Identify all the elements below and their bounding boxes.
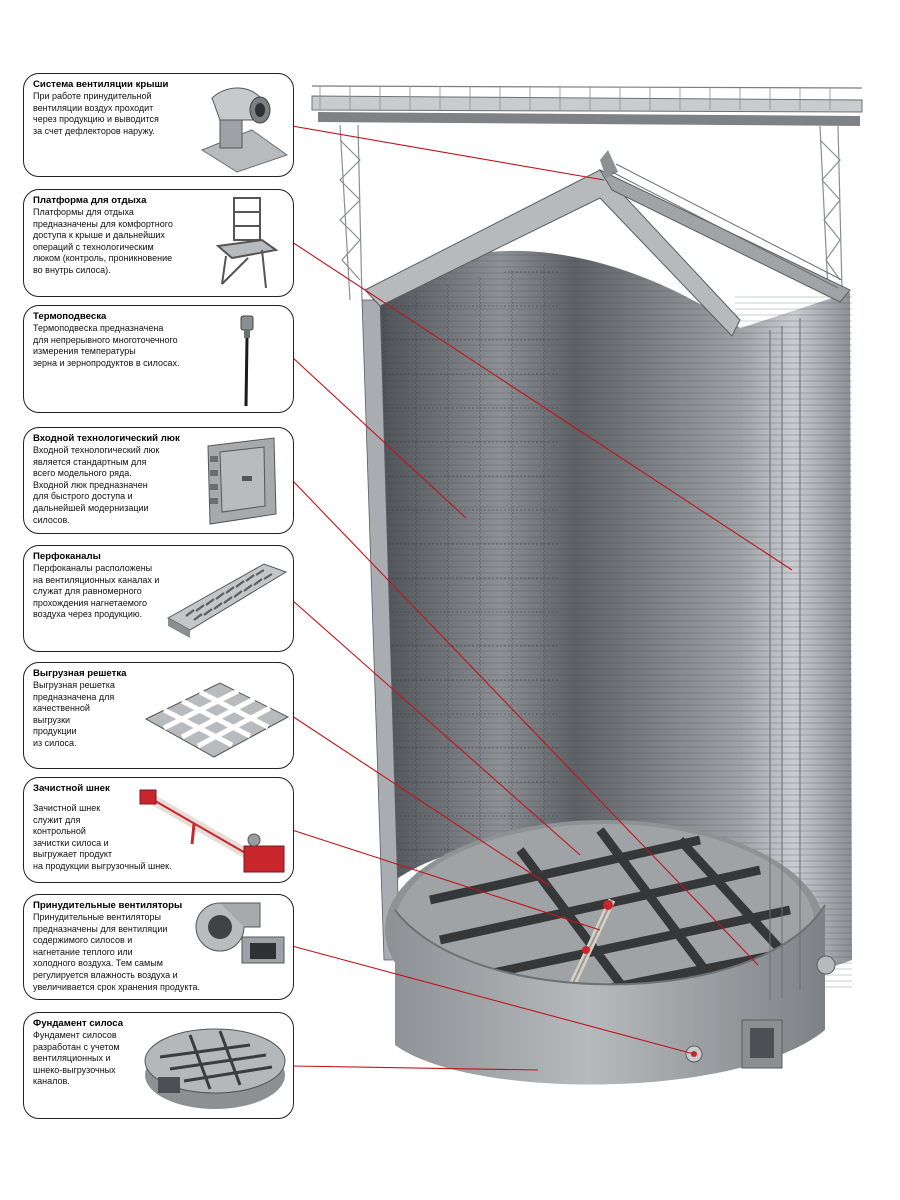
card-title: Зачистной шнек — [33, 783, 110, 794]
sweep-auger-icon — [139, 789, 285, 873]
conveyor-gallery — [311, 85, 863, 126]
card-title: Платформа для отдыха — [33, 195, 147, 206]
card-foundation: Фундамент силоса Фундамент силосов разра… — [23, 1012, 294, 1119]
card-text: Принудительные вентиляторы предназначены… — [33, 912, 200, 992]
card-text: Выгрузная решетка предназначена для каче… — [33, 680, 115, 748]
card-thermo-cable: Термоподвеска Термоподвеска предназначен… — [23, 305, 294, 413]
card-perforated-channels: Перфоканалы Перфоканалы расположены на в… — [23, 545, 294, 652]
roof-deflector-icon — [200, 87, 289, 173]
silo-foundation-icon — [144, 1028, 286, 1109]
card-rest-platform: Платформа для отдыха Платформы для отдых… — [23, 189, 294, 297]
card-title: Перфоканалы — [33, 551, 101, 562]
card-text: Термоподвеска предназначена для непрерыв… — [33, 323, 180, 368]
card-sweep-auger: Зачистной шнек Зачистной шнек служит для… — [23, 777, 294, 883]
card-title: Принудительные вентиляторы — [33, 900, 183, 911]
card-text: Входной технологический люк является ста… — [33, 445, 160, 525]
card-title: Выгрузная решетка — [33, 668, 127, 679]
card-text: Перфоканалы расположены на вентиляционны… — [33, 563, 160, 620]
card-forced-fans: Принудительные вентиляторы Принудительны… — [23, 894, 294, 1000]
card-text: Фундамент силосов разработан с учетом ве… — [33, 1030, 120, 1087]
card-text: Платформы для отдыха предназначены для к… — [33, 207, 173, 275]
card-title: Входной технологический люк — [33, 433, 180, 444]
card-title: Термоподвеска — [33, 311, 107, 322]
card-unloading-grate: Выгрузная решетка Выгрузная решетка пред… — [23, 662, 294, 769]
card-title: Фундамент силоса — [33, 1018, 124, 1029]
card-text: Зачистной шнек служит для контрольной за… — [33, 803, 172, 871]
card-roof-ventilation: Система вентиляции крыши При работе прин… — [23, 73, 294, 177]
card-access-hatch: Входной технологический люк Входной техн… — [23, 427, 294, 534]
unloading-grate-icon — [144, 682, 290, 758]
access-hatch-icon — [207, 437, 277, 525]
thermo-cable-icon — [240, 315, 254, 407]
rest-platform-icon — [215, 197, 279, 289]
perforated-channel-icon — [166, 563, 288, 638]
card-title: Система вентиляции крыши — [33, 79, 169, 90]
centrifugal-fan-icon — [195, 902, 285, 964]
card-text: При работе принудительной вентиляции воз… — [33, 91, 159, 136]
